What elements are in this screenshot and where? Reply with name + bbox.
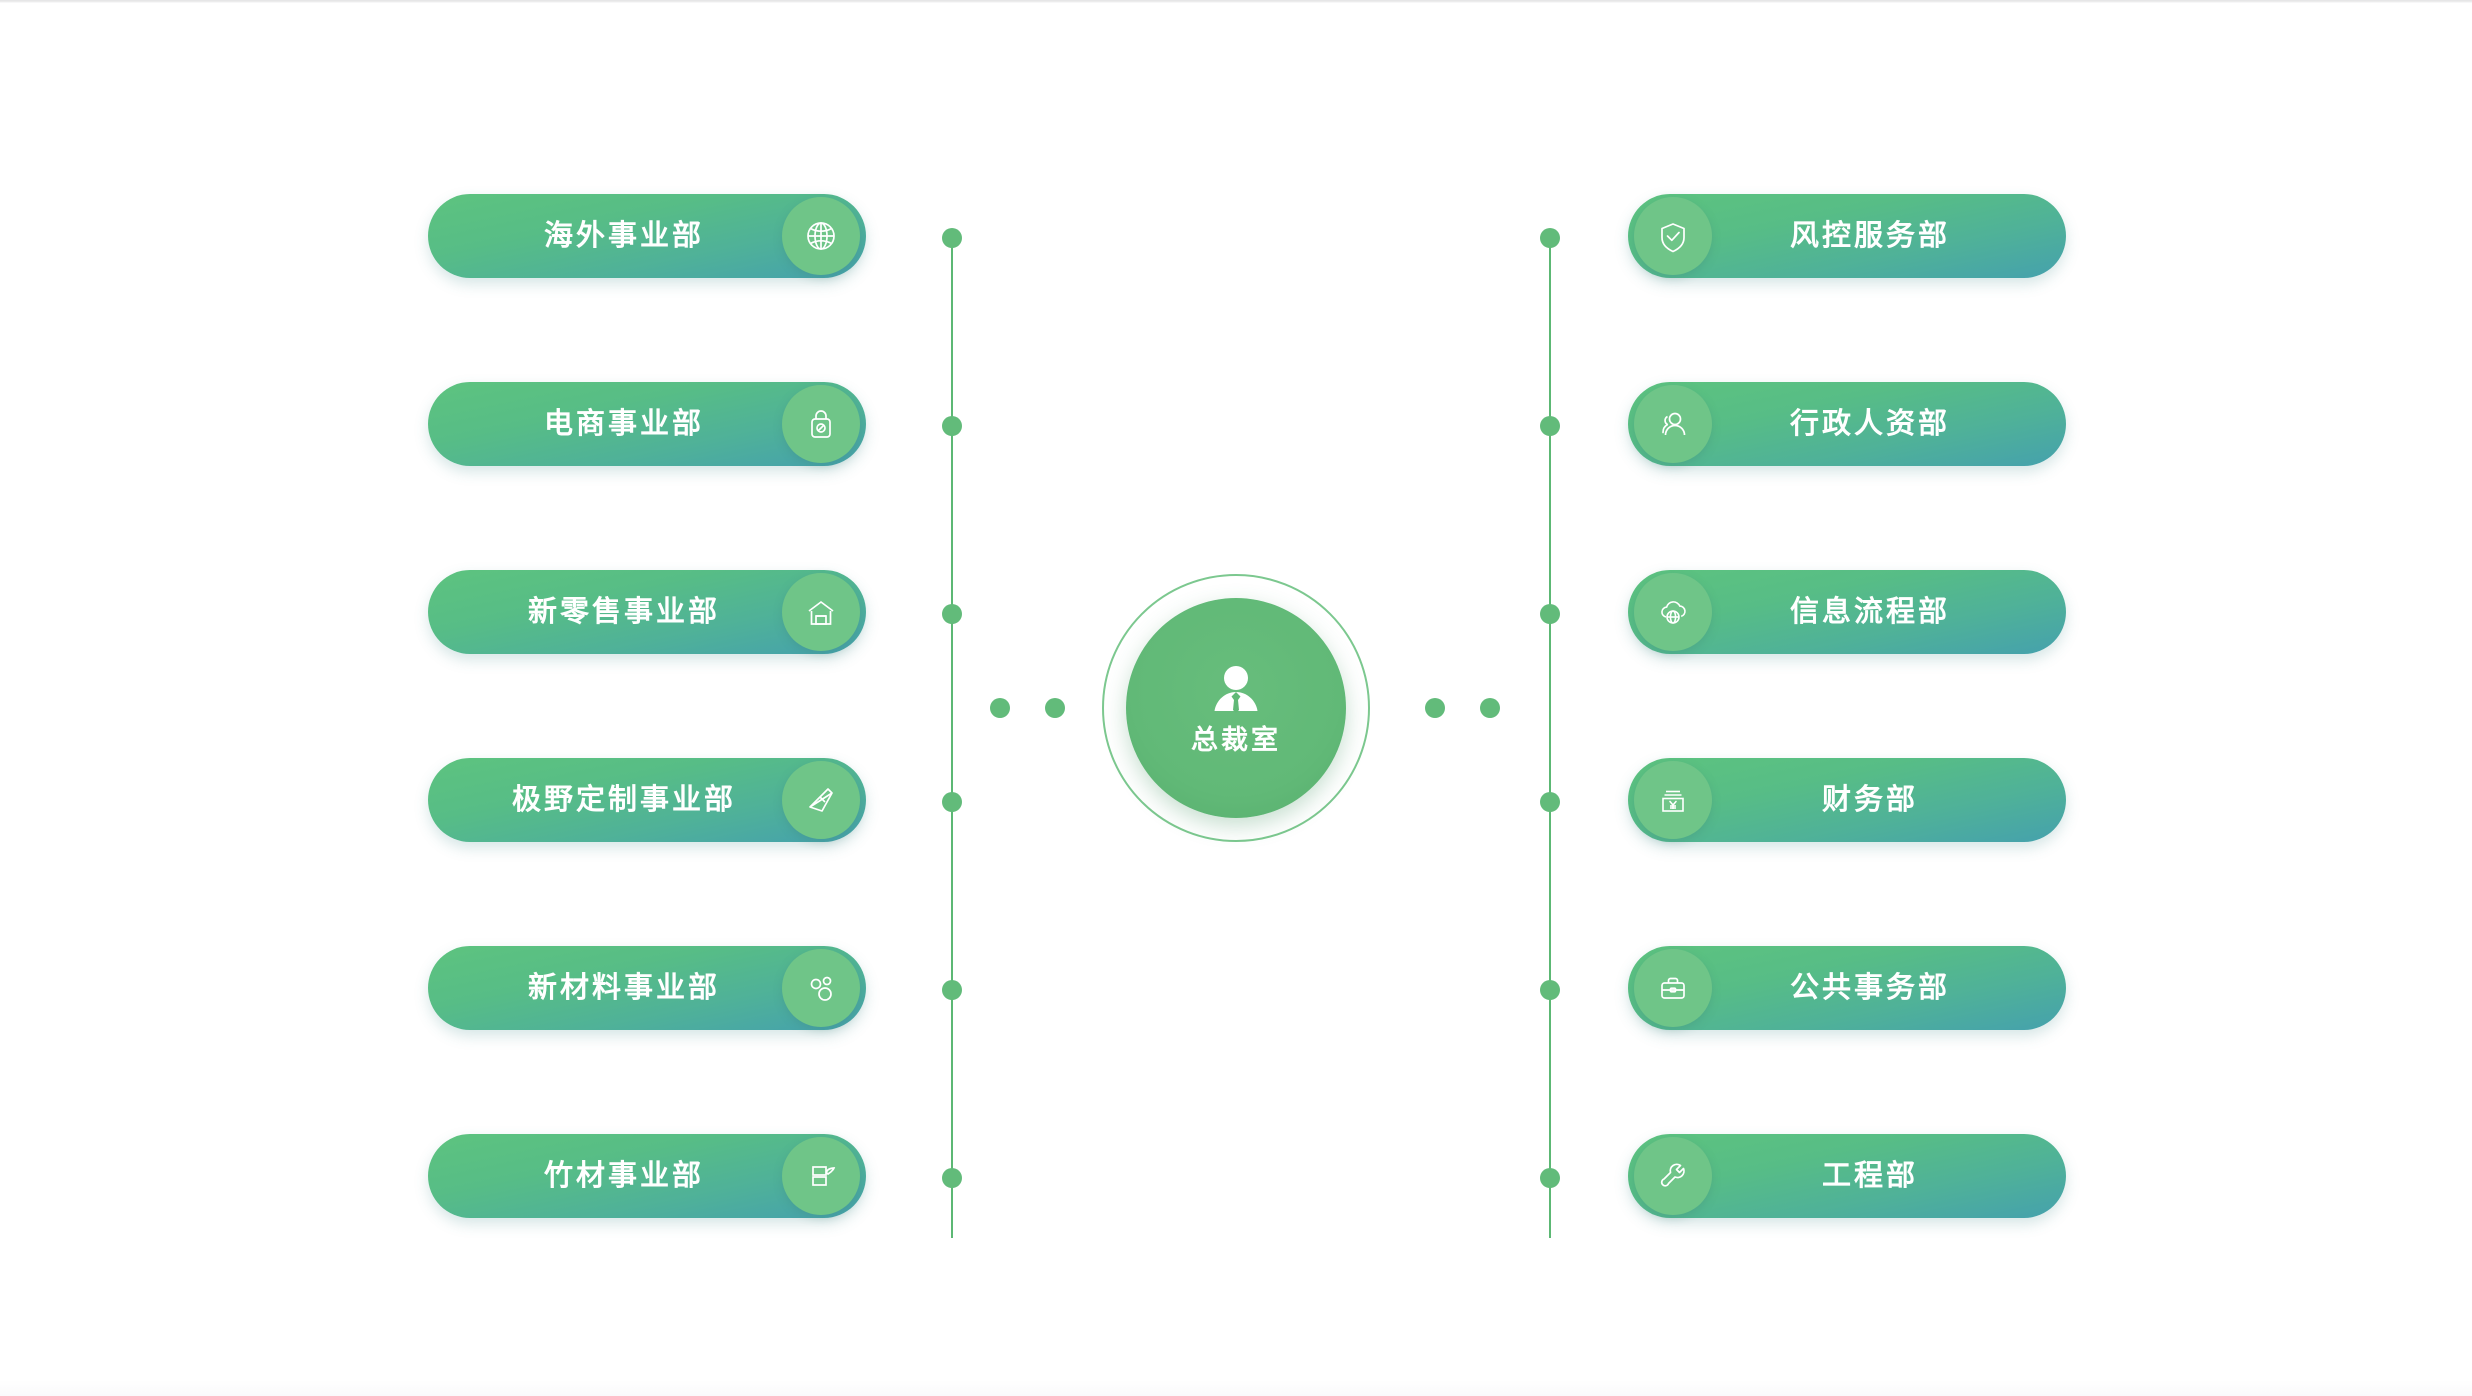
- dept-node-jiye-custom[interactable]: 极野定制事业部: [428, 758, 866, 842]
- connector-dot: [942, 980, 962, 1000]
- dept-node-risk-control[interactable]: 风控服务部: [1628, 194, 2066, 278]
- dept-node-ecommerce[interactable]: 电商事业部: [428, 382, 866, 466]
- dept-node-new-materials[interactable]: 新材料事业部: [428, 946, 866, 1030]
- dept-label: 电商事业部: [543, 407, 704, 440]
- dept-label: 财务部: [1821, 783, 1918, 816]
- connector-dot: [942, 604, 962, 624]
- dept-label: 信息流程部: [1789, 595, 1950, 628]
- storefront-icon: [782, 573, 860, 651]
- bamboo-leaf-icon: [782, 1137, 860, 1215]
- dept-label: 海外事业部: [543, 219, 704, 252]
- connector-dot: [1045, 698, 1065, 718]
- connector-dot: [1540, 1168, 1560, 1188]
- top-divider: [0, 0, 2472, 3]
- bottom-divider: [0, 1380, 2472, 1396]
- connector-dot: [1540, 228, 1560, 248]
- right-connector-spine: [1549, 238, 1551, 1238]
- wrench-icon: [1634, 1137, 1712, 1215]
- dept-node-finance[interactable]: 财务部: [1628, 758, 2066, 842]
- connector-dot: [1540, 980, 1560, 1000]
- hub-core: 总裁室: [1126, 598, 1346, 818]
- globe-icon: [782, 197, 860, 275]
- connector-dot: [942, 228, 962, 248]
- connector-dot: [1540, 604, 1560, 624]
- connector-dot: [1540, 416, 1560, 436]
- dept-label: 极野定制事业部: [511, 783, 736, 816]
- shield-check-icon: [1634, 197, 1712, 275]
- connector-dot: [942, 416, 962, 436]
- connector-dot: [1480, 698, 1500, 718]
- dept-label: 公共事务部: [1789, 971, 1950, 1004]
- shopping-bag-icon: [782, 385, 860, 463]
- dept-label: 新材料事业部: [527, 971, 720, 1004]
- dept-node-overseas[interactable]: 海外事业部: [428, 194, 866, 278]
- hub-label: 总裁室: [1191, 724, 1281, 755]
- briefcase-icon: [1634, 949, 1712, 1027]
- connector-dot: [1540, 792, 1560, 812]
- center-node-president-office[interactable]: 总裁室: [1102, 574, 1370, 842]
- dept-node-public-affairs[interactable]: 公共事务部: [1628, 946, 2066, 1030]
- dept-label: 工程部: [1821, 1159, 1918, 1192]
- dept-label: 行政人资部: [1789, 407, 1950, 440]
- connector-dot: [1425, 698, 1445, 718]
- left-connector-spine: [951, 238, 953, 1238]
- connector-dot: [942, 792, 962, 812]
- dept-node-bamboo[interactable]: 竹材事业部: [428, 1134, 866, 1218]
- executive-person-icon: [1205, 663, 1267, 721]
- dept-label: 风控服务部: [1789, 219, 1950, 252]
- dept-node-information-process[interactable]: 信息流程部: [1628, 570, 2066, 654]
- dept-node-hr-admin[interactable]: 行政人资部: [1628, 382, 2066, 466]
- cash-box-yuan-icon: [1634, 761, 1712, 839]
- dept-node-engineering[interactable]: 工程部: [1628, 1134, 2066, 1218]
- custom-design-fan-icon: [782, 761, 860, 839]
- hub-outer-ring: [1102, 574, 1370, 842]
- molecule-circles-icon: [782, 949, 860, 1027]
- connector-dot: [990, 698, 1010, 718]
- dept-label: 竹材事业部: [543, 1159, 704, 1192]
- cloud-globe-icon: [1634, 573, 1712, 651]
- dept-node-new-retail[interactable]: 新零售事业部: [428, 570, 866, 654]
- connector-dot: [942, 1168, 962, 1188]
- dept-label: 新零售事业部: [527, 595, 720, 628]
- people-icon: [1634, 385, 1712, 463]
